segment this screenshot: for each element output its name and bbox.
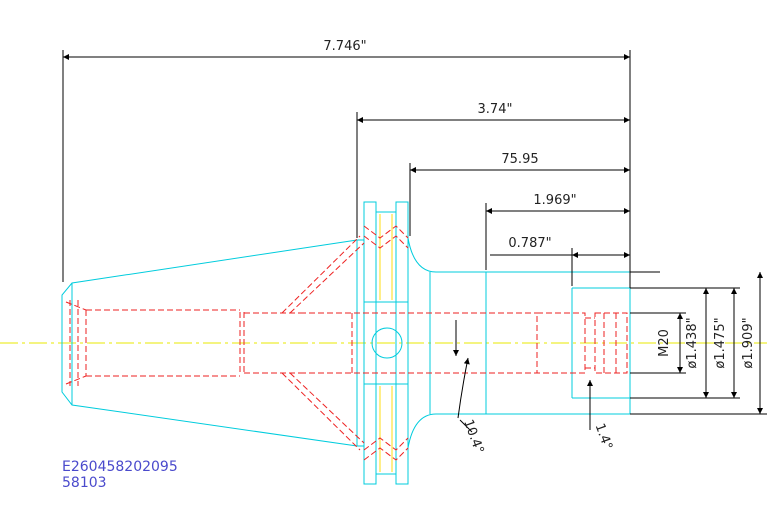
flange <box>363 201 377 485</box>
dia-outer-dim: ø1.909" <box>741 317 756 368</box>
part-code: 58103 <box>62 475 107 491</box>
flange-to-end-dim: 3.74" <box>478 102 513 117</box>
body-outline <box>407 237 631 449</box>
chamfer-right-dim: 1.4° <box>592 421 615 452</box>
chamfer-left-dim: 10.4° <box>460 418 486 456</box>
thread-dim: M20 <box>657 329 672 357</box>
taper-outline <box>61 239 358 447</box>
nose-length-dim: 1.969" <box>533 193 576 208</box>
flange-hatch <box>379 214 393 472</box>
drive-hole <box>371 327 403 359</box>
part-number: E260458202095 <box>62 459 178 475</box>
overall-length-dim: 7.746" <box>323 39 366 54</box>
bore-depth-dim: 0.787" <box>508 236 551 251</box>
body-length-dim: 75.95 <box>501 152 538 167</box>
tool-outline <box>61 201 631 485</box>
dia-inner-dim: ø1.438" <box>685 317 700 368</box>
hidden-lines <box>65 225 628 461</box>
dia-mid-dim: ø1.475" <box>713 317 728 368</box>
dimension-lines <box>62 50 767 433</box>
